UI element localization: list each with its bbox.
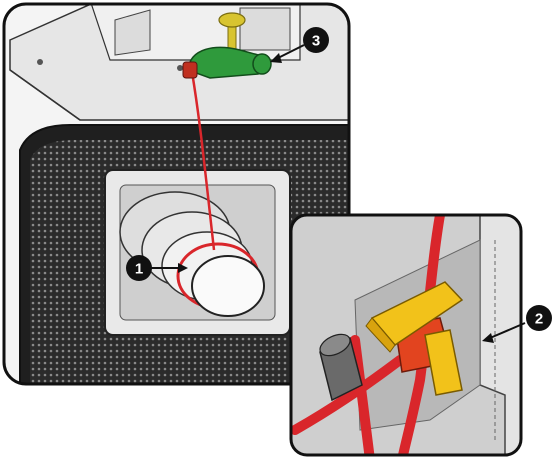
lens-front-cap	[192, 256, 264, 316]
shackle-pin-head	[253, 54, 271, 74]
bolt-knob	[219, 13, 245, 27]
chassis-screw	[177, 65, 183, 71]
callout-number: 1	[135, 261, 143, 278]
chassis-screw	[37, 59, 43, 65]
cable-eyelet	[183, 62, 197, 78]
callout-number: 2	[535, 311, 543, 328]
mount-bracket-right	[240, 8, 290, 50]
callout-number: 3	[312, 33, 320, 50]
